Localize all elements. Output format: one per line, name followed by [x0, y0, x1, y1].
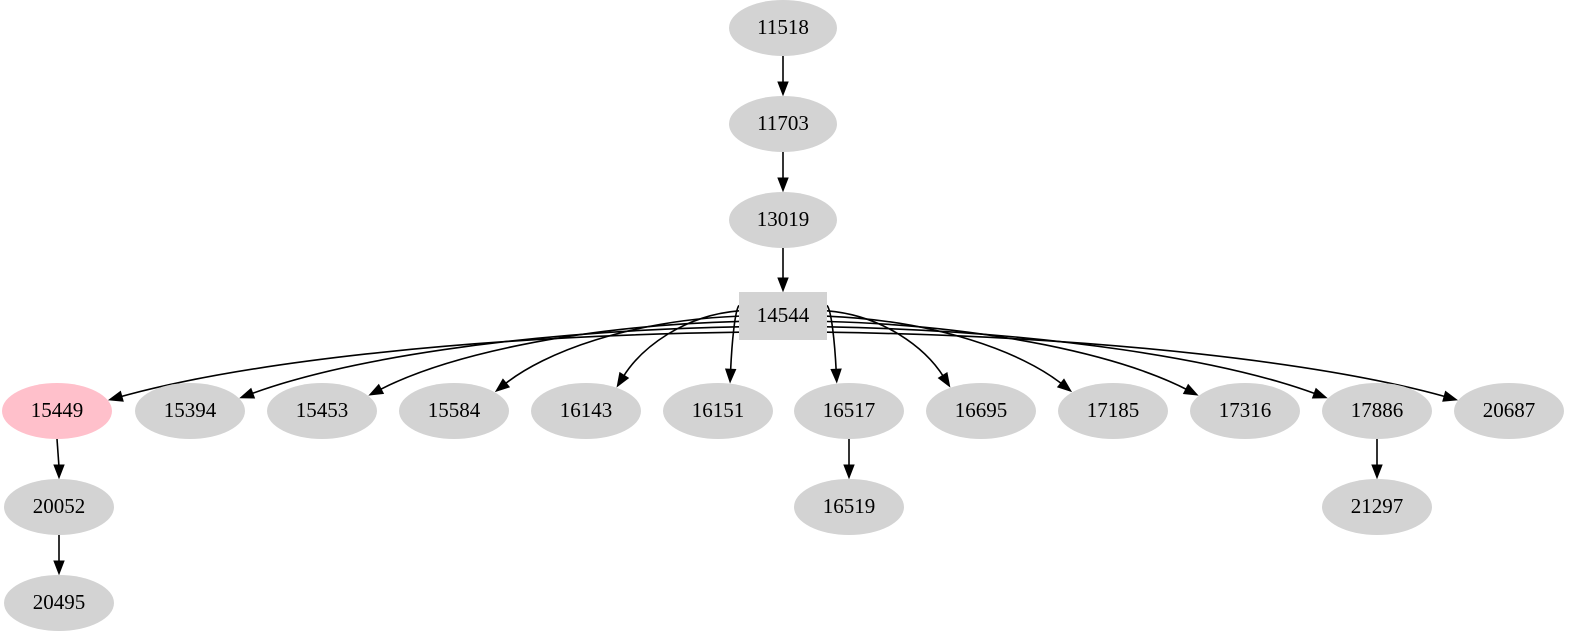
edge-arrowhead	[53, 464, 65, 480]
edge-arrowhead	[724, 368, 737, 384]
graph-edge	[826, 326, 1328, 399]
graph-node-15584[interactable]: 15584	[399, 383, 509, 439]
edge-arrowhead	[1442, 390, 1459, 402]
graph-node-15449[interactable]: 15449	[2, 383, 112, 439]
graph-node-17316[interactable]: 17316	[1190, 383, 1300, 439]
node-ellipse-shape[interactable]	[794, 383, 904, 439]
edge-arrowhead	[1182, 383, 1199, 396]
graph-edge	[53, 438, 65, 480]
graph-node-20687[interactable]: 20687	[1454, 383, 1564, 439]
graph-node-13019[interactable]: 13019	[729, 192, 837, 248]
graph-edge	[53, 535, 65, 576]
graph-node-11703[interactable]: 11703	[729, 96, 837, 152]
graph-node-16151[interactable]: 16151	[663, 383, 773, 439]
edge-arrowhead	[53, 560, 65, 576]
node-ellipse-shape[interactable]	[1322, 479, 1432, 535]
node-ellipse-shape[interactable]	[729, 96, 837, 152]
graph-node-20052[interactable]: 20052	[4, 479, 114, 535]
graph-edge	[1371, 439, 1383, 480]
edge-arrowhead	[616, 371, 630, 388]
node-ellipse-shape[interactable]	[794, 479, 904, 535]
node-ellipse-shape[interactable]	[729, 192, 837, 248]
graph-edge	[239, 326, 740, 399]
edge-arrowhead	[937, 371, 951, 388]
node-ellipse-shape[interactable]	[267, 383, 377, 439]
node-ellipse-shape[interactable]	[399, 383, 509, 439]
node-ellipse-shape[interactable]	[2, 383, 112, 439]
node-ellipse-shape[interactable]	[663, 383, 773, 439]
graph-edge	[724, 304, 740, 384]
node-ellipse-shape[interactable]	[729, 0, 837, 56]
graph-node-11518[interactable]: 11518	[729, 0, 837, 56]
graph-node-15453[interactable]: 15453	[267, 383, 377, 439]
graph-node-20495[interactable]: 20495	[4, 575, 114, 631]
node-ellipse-shape[interactable]	[135, 383, 245, 439]
graph-edge	[777, 248, 789, 293]
graph-edge	[777, 56, 789, 97]
graph-edge	[777, 152, 789, 193]
edge-arrowhead	[1371, 464, 1383, 480]
graph-node-14544[interactable]: 14544	[739, 292, 827, 340]
node-ellipse-shape[interactable]	[926, 383, 1036, 439]
graph-node-15394[interactable]: 15394	[135, 383, 245, 439]
graph-node-16143[interactable]: 16143	[531, 383, 641, 439]
graph-node-17886[interactable]: 17886	[1322, 383, 1432, 439]
graph-node-21297[interactable]: 21297	[1322, 479, 1432, 535]
node-box-shape[interactable]	[739, 292, 827, 340]
edges-layer	[53, 56, 1459, 576]
node-ellipse-shape[interactable]	[1058, 383, 1168, 439]
graph-node-16519[interactable]: 16519	[794, 479, 904, 535]
edge-arrowhead	[239, 387, 256, 399]
edge-arrowhead	[107, 390, 124, 402]
node-ellipse-shape[interactable]	[1190, 383, 1300, 439]
node-ellipse-shape[interactable]	[531, 383, 641, 439]
graph-node-16695[interactable]: 16695	[926, 383, 1036, 439]
edge-arrowhead	[777, 177, 789, 193]
graph-edge	[368, 320, 740, 396]
edge-arrowhead	[1056, 378, 1073, 393]
node-ellipse-shape[interactable]	[1454, 383, 1564, 439]
graph-edge	[826, 320, 1199, 396]
graph-edge	[107, 331, 740, 402]
node-ellipse-shape[interactable]	[4, 575, 114, 631]
edge-arrowhead	[494, 378, 511, 393]
graph-edge	[616, 309, 740, 388]
node-ellipse-shape[interactable]	[4, 479, 114, 535]
graph-node-17185[interactable]: 17185	[1058, 383, 1168, 439]
edge-arrowhead	[368, 383, 385, 396]
graph-edge	[826, 304, 842, 384]
graph-node-16517[interactable]: 16517	[794, 383, 904, 439]
graph-edge	[826, 331, 1459, 402]
edge-arrowhead	[843, 464, 855, 480]
edge-arrowhead	[830, 368, 842, 384]
node-ellipse-shape[interactable]	[1322, 383, 1432, 439]
graph-edge	[843, 439, 855, 480]
edge-arrowhead	[777, 81, 789, 97]
edge-arrowhead	[1311, 387, 1328, 399]
graph-edge	[826, 315, 1073, 393]
edge-arrowhead	[777, 277, 789, 293]
